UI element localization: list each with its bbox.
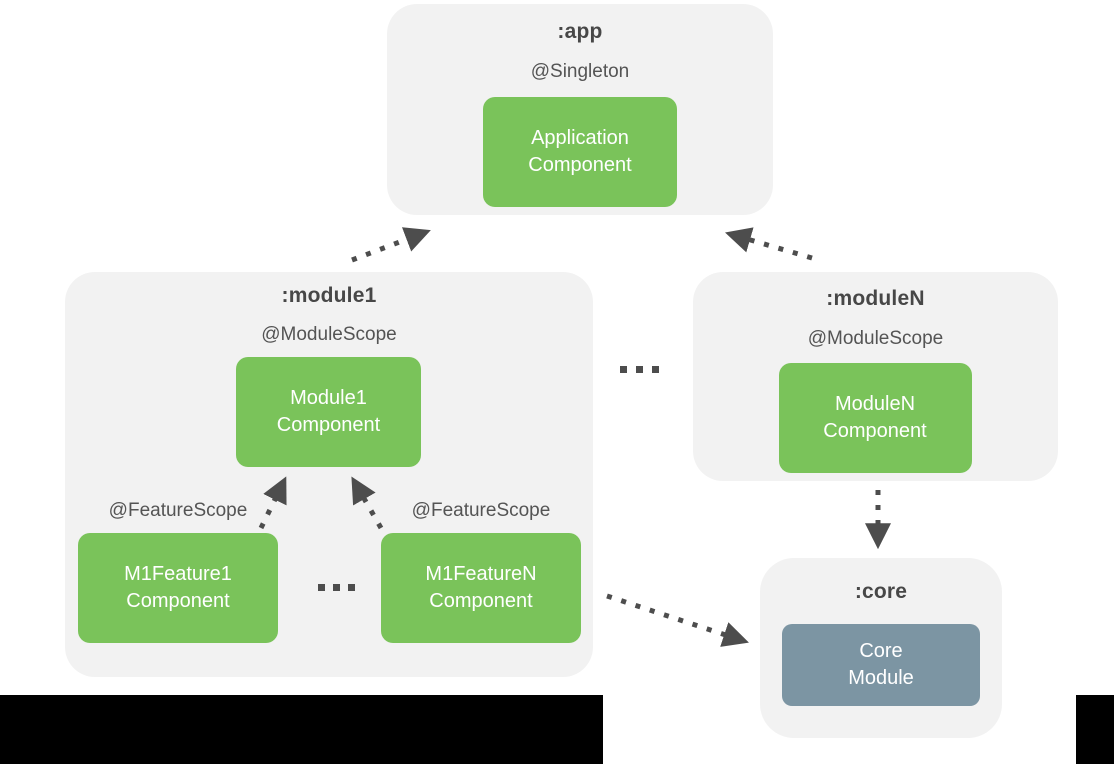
arrow-module1-to-app: [351, 227, 431, 263]
module1-title: :module1: [281, 284, 377, 307]
module1-container: :module1 @ModuleScope Module1 Component …: [65, 272, 593, 677]
letterbox-bottom-right: [1076, 695, 1114, 764]
core-module-box: Core Module: [782, 624, 980, 706]
app-title: :app: [557, 20, 603, 43]
app-container: :app @Singleton Application Component: [387, 4, 773, 215]
m1featureN-component-box: M1FeatureN Component: [381, 533, 581, 643]
feature1-scope-label: @FeatureScope: [108, 500, 248, 521]
ellipsis-between-modules: [620, 366, 659, 373]
moduleN-container: :moduleN @ModuleScope ModuleN Component: [693, 272, 1058, 481]
module1-scope-label: @ModuleScope: [261, 324, 397, 345]
core-title: :core: [854, 580, 908, 603]
moduleN-scope-label: @ModuleScope: [807, 328, 944, 349]
letterbox-bottom-left: [0, 695, 603, 764]
app-scope-label: @Singleton: [530, 61, 630, 82]
arrow-moduleN-to-app: [725, 227, 813, 261]
featureN-scope-label: @FeatureScope: [411, 500, 551, 521]
arrow-module1-to-core: [606, 593, 749, 647]
module1-component-box: Module1 Component: [236, 357, 421, 467]
application-component-box: Application Component: [483, 97, 677, 207]
moduleN-component-box: ModuleN Component: [778, 363, 972, 473]
core-container: :core Core Module: [760, 558, 1002, 738]
m1feature1-component-box: M1Feature1 Component: [78, 533, 278, 643]
moduleN-title: :moduleN: [826, 287, 925, 310]
